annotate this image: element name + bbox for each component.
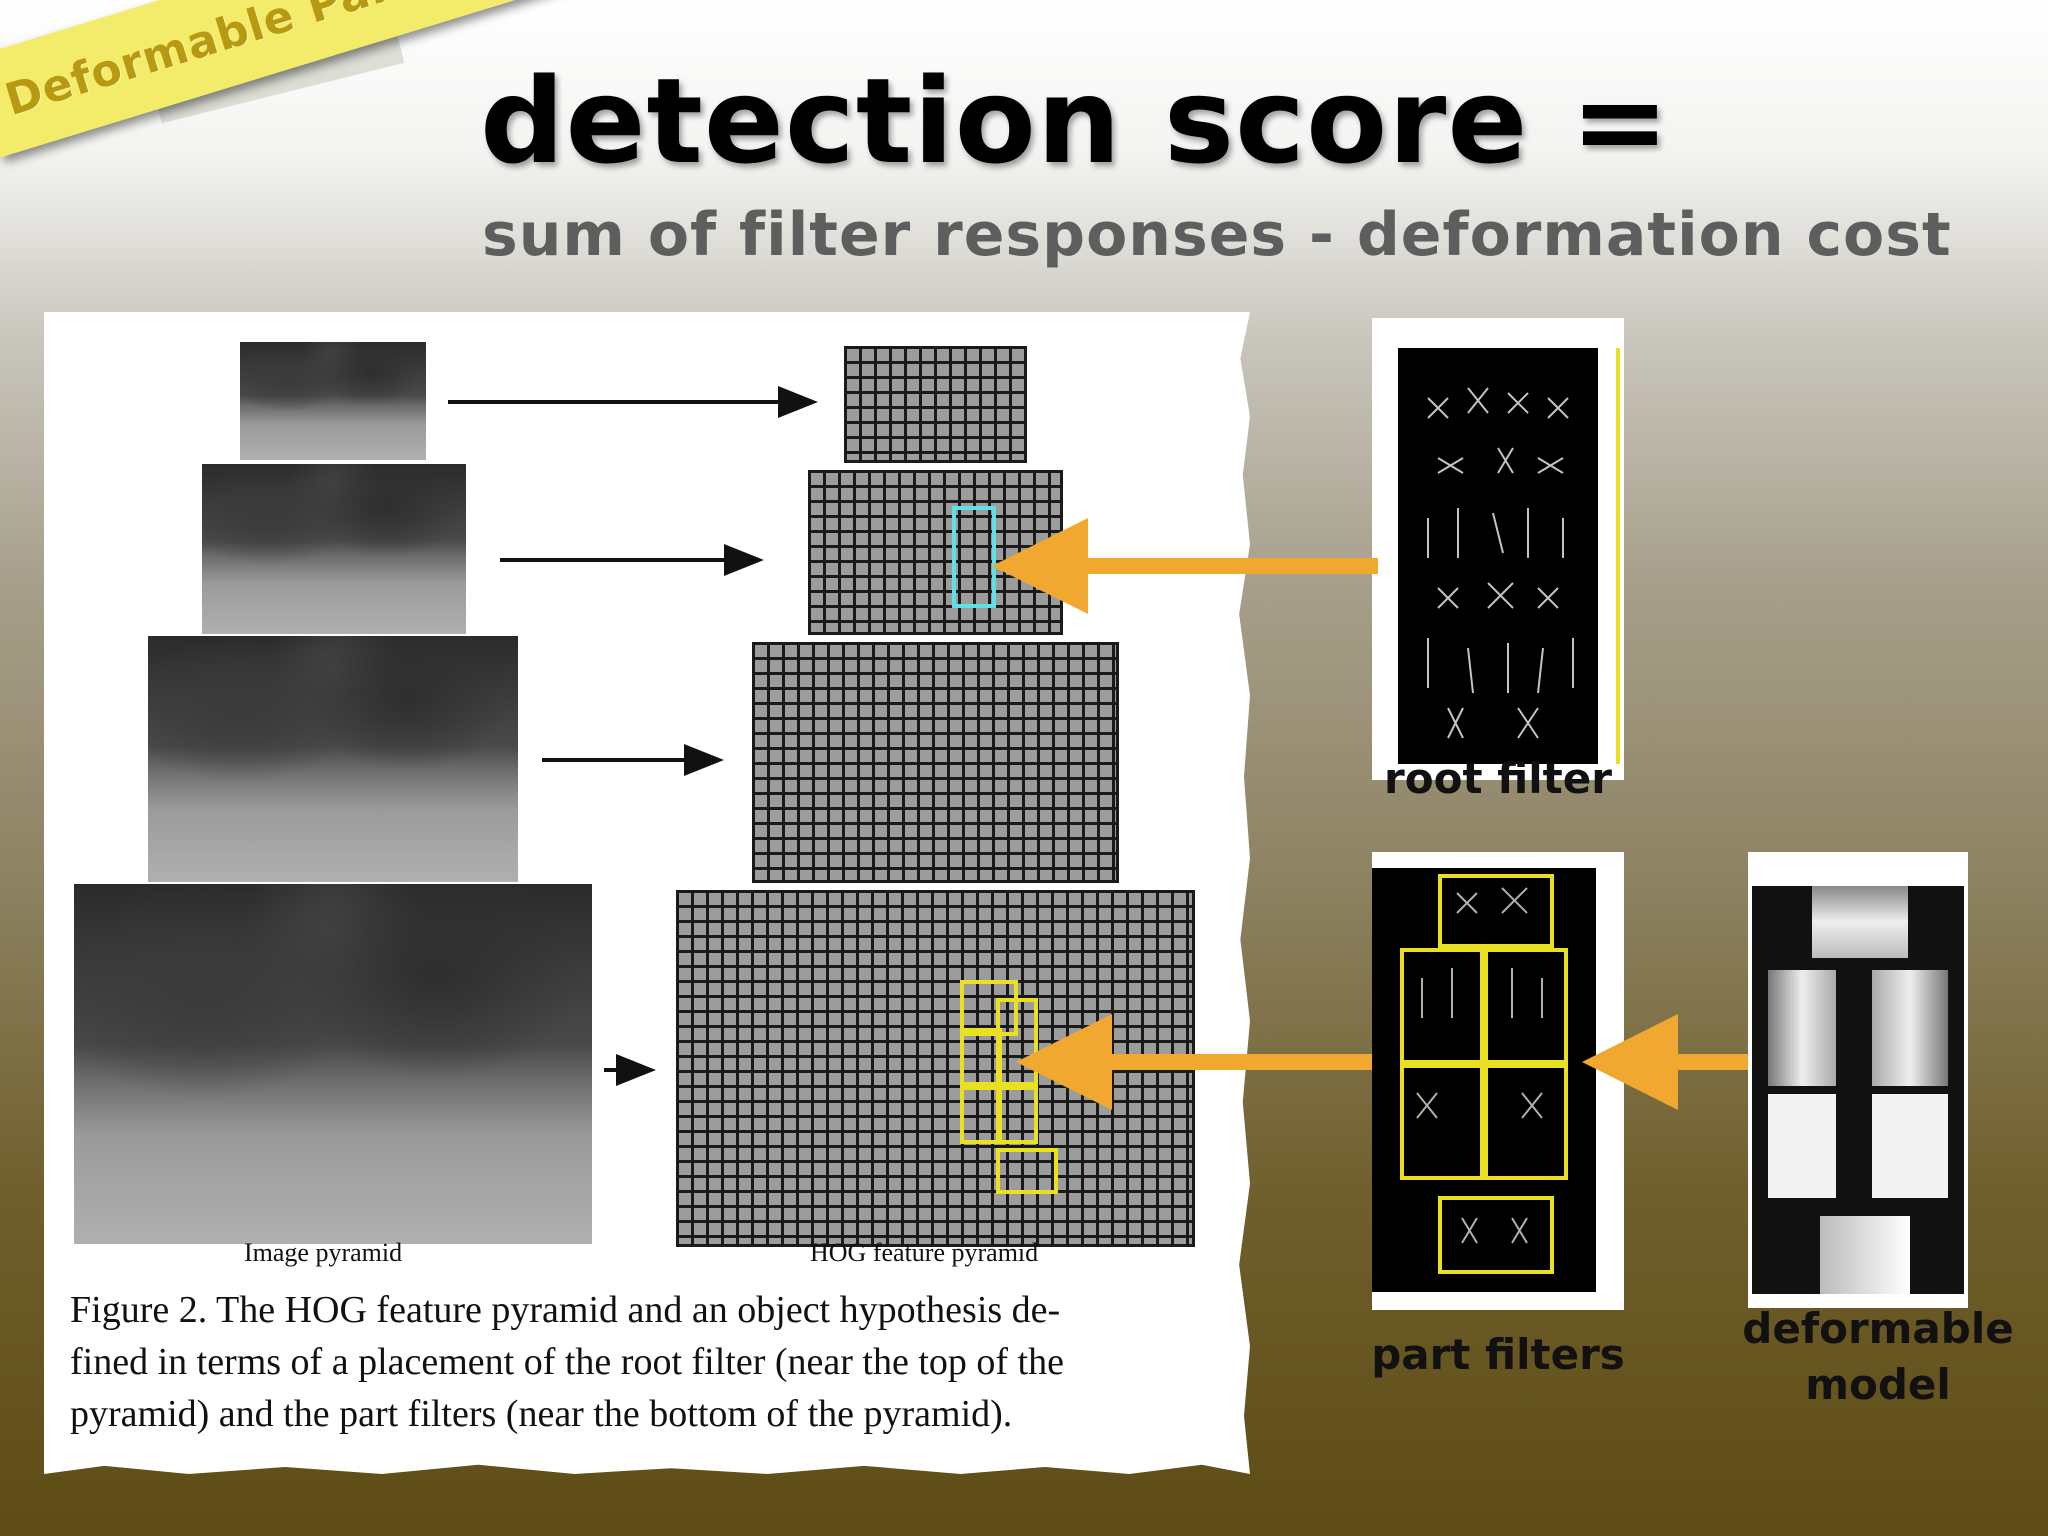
part-filters-image xyxy=(1372,868,1596,1292)
caption-line-1: Figure 2. The HOG feature pyramid and an… xyxy=(70,1289,1061,1331)
pyramid-photo-level-1 xyxy=(240,342,426,460)
deformation-cell xyxy=(1872,1094,1948,1198)
pyramid-photo-level-4 xyxy=(74,884,592,1244)
root-filter-strokes xyxy=(1427,387,1574,739)
slide-title: detection score = xyxy=(480,52,1671,190)
deformation-cell xyxy=(1768,970,1836,1086)
pyramid-arrows xyxy=(448,386,818,1086)
caption-line-3: pyramid) and the part filters (near the … xyxy=(70,1393,1013,1435)
part-placement-box xyxy=(960,980,1018,1036)
deformable-model-image xyxy=(1752,886,1964,1294)
caption-line-2: fined in terms of a placement of the roo… xyxy=(70,1341,1064,1383)
part-placement-box xyxy=(960,1082,1002,1144)
deformation-cell xyxy=(1820,1216,1910,1294)
figure-caption: Figure 2. The HOG feature pyramid and an… xyxy=(70,1284,1230,1440)
image-pyramid-caption: Image pyramid xyxy=(244,1238,403,1267)
slide-subtitle: sum of filter responses - deformation co… xyxy=(482,200,1952,270)
root-filter-yellow-edge xyxy=(1616,348,1620,764)
pyramid-photo-level-3 xyxy=(148,636,518,882)
deformable-model-panel xyxy=(1748,852,1968,1308)
part-placement-box xyxy=(996,1148,1058,1194)
deformation-cell xyxy=(1872,970,1948,1086)
root-filter-panel xyxy=(1372,318,1624,780)
part-placement-box xyxy=(960,1028,1002,1090)
deformation-cell xyxy=(1768,1094,1836,1198)
hog-pyramid-caption: HOG feature pyramid xyxy=(810,1238,1039,1267)
part-filters-label: part filters xyxy=(1371,1330,1625,1379)
part-filters-strokes xyxy=(1400,874,1568,1274)
root-filter-label: root filter xyxy=(1384,754,1612,803)
hog-grid-level-1 xyxy=(844,346,1027,463)
deformable-model-label-line1: deformable xyxy=(1742,1304,2014,1353)
deformation-cell xyxy=(1812,886,1908,958)
root-filter-image xyxy=(1398,348,1598,764)
hog-grid-level-3 xyxy=(752,642,1119,883)
deformable-model-label-line2: model xyxy=(1805,1360,1951,1409)
pyramid-photo-level-2 xyxy=(202,464,466,634)
